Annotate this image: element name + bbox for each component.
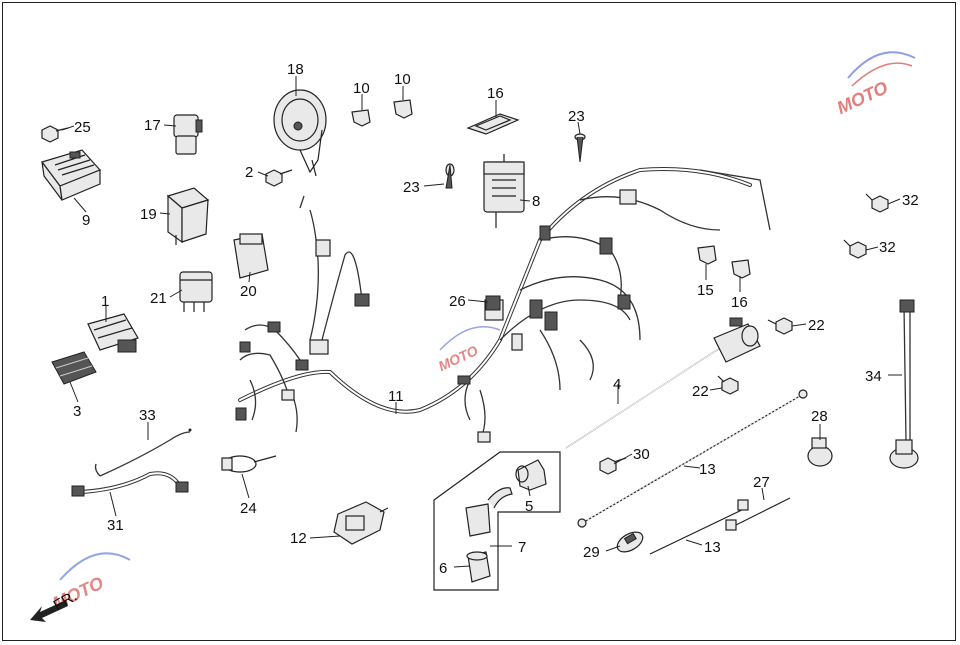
- part-3-connector: [51, 351, 97, 385]
- part-5-plug-cap: [515, 459, 547, 491]
- part-13-cable-tie: [649, 499, 749, 555]
- part-14-cable: [577, 389, 808, 528]
- callout-8: 8: [532, 193, 540, 210]
- part-10-fuse-b: [393, 99, 413, 119]
- callout-numbers: 25 9 17 19 21 20 18 2 10 10 16 23 23 8 1…: [73, 61, 919, 577]
- callout-1: 1: [101, 293, 109, 310]
- callout-20: 20: [240, 283, 257, 300]
- callout-22-a: 22: [808, 317, 825, 334]
- part-2-bolt: [265, 169, 293, 187]
- callout-26: 26: [449, 293, 466, 310]
- callout-24: 24: [240, 500, 257, 517]
- part-10-fuse-a: [351, 109, 371, 127]
- watermark-text: MOTO: [834, 77, 891, 118]
- part-23-screw-b: [445, 163, 455, 189]
- callout-10-b: 10: [394, 71, 411, 88]
- callout-16-b: 16: [731, 294, 748, 311]
- part-25-bolt: [41, 125, 69, 143]
- callout-13: 13: [704, 539, 721, 556]
- part-15-pad: [466, 113, 520, 135]
- part-31-wire: [71, 471, 189, 497]
- callout-7: 7: [518, 539, 526, 556]
- callout-11: 11: [388, 388, 404, 405]
- callout-23-b: 23: [403, 179, 420, 196]
- callout-5: 5: [525, 498, 533, 515]
- callout-14: 13: [699, 461, 716, 478]
- callout-21: 21: [150, 290, 167, 307]
- part-28-socket: [807, 437, 833, 467]
- part-17-connector: [173, 114, 203, 155]
- callout-4: 4: [613, 376, 621, 393]
- part-7-plug-cap-body: [465, 487, 513, 537]
- callout-3: 3: [73, 403, 81, 420]
- callout-23-a: 23: [568, 108, 585, 125]
- part-4-ignition-coil: [565, 317, 761, 449]
- callout-33: 33: [139, 407, 156, 424]
- watermark-center: MOTO: [436, 326, 501, 374]
- callout-29: 29: [583, 544, 600, 561]
- callout-12: 12: [290, 530, 307, 547]
- part-16-fuse-b: [731, 259, 751, 279]
- part-19-relay: [166, 187, 210, 245]
- part-32-bolt-a: [865, 193, 889, 213]
- callout-17: 17: [144, 117, 161, 134]
- part-29-clip: [616, 531, 644, 553]
- part-27-cable-tie: [725, 497, 791, 531]
- callout-6: 6: [439, 560, 447, 577]
- callout-9: 9: [82, 212, 90, 229]
- callout-2: 2: [245, 164, 253, 181]
- callout-15: 16: [487, 85, 504, 102]
- callout-28: 28: [811, 408, 828, 425]
- callout-18: 18: [287, 61, 304, 78]
- part-22-bolt-b: [717, 375, 739, 395]
- callout-30: 30: [633, 446, 650, 463]
- part-16-fuse-a: [697, 245, 717, 265]
- part-9-regulator: [41, 149, 102, 201]
- part-23-screw-a: [574, 133, 586, 163]
- callout-27: 27: [753, 474, 770, 491]
- callout-25: 25: [74, 119, 91, 136]
- part-18-horn: [273, 89, 327, 177]
- callout-32-b: 32: [879, 239, 896, 256]
- part-30-bolt: [599, 457, 627, 475]
- callout-10-a: 10: [353, 80, 370, 97]
- callout-31: 31: [107, 517, 124, 534]
- part-33-wire: [94, 428, 192, 477]
- part-20-fusebox: [233, 233, 269, 279]
- part-6-boot: [466, 551, 491, 583]
- part-34-sensor: [889, 299, 919, 469]
- callout-19: 19: [140, 206, 157, 223]
- part-32-bolt-b: [843, 239, 867, 259]
- part-24-strap: [221, 455, 277, 473]
- callout-32-a: 32: [902, 192, 919, 209]
- part-8-cdi: [483, 154, 525, 228]
- callout-22-b: 22: [692, 383, 709, 400]
- part-22-bolt-a: [767, 317, 793, 335]
- part-21-relay: [179, 271, 213, 312]
- leader-lines: [61, 76, 902, 568]
- watermark-top-right: MOTO: [834, 51, 916, 118]
- part-7-assembly-box: [433, 451, 561, 591]
- part-1-connector: [87, 313, 139, 353]
- part-12-bracket: [333, 501, 389, 545]
- part-26-connector: [485, 295, 501, 311]
- callout-16-a: 15: [697, 282, 714, 299]
- callout-34: 34: [865, 368, 882, 385]
